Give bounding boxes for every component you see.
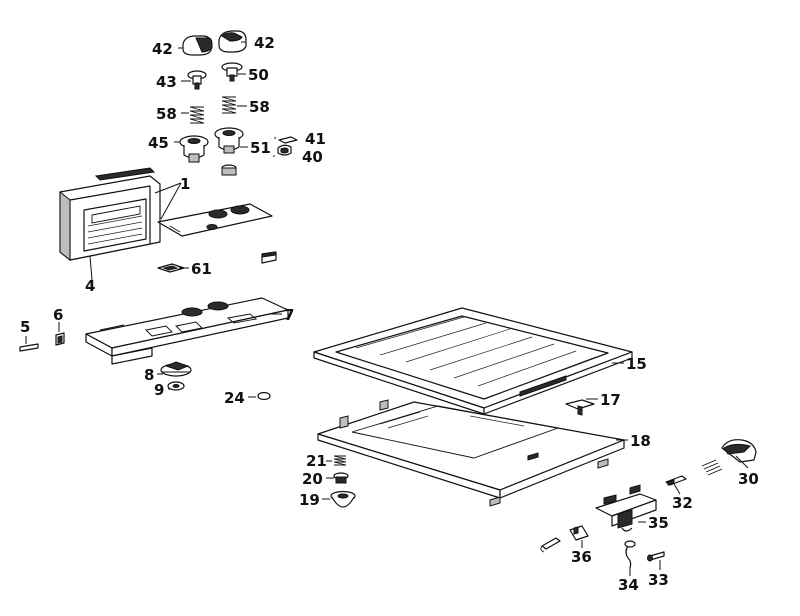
label-1: 1 [180, 175, 190, 193]
label-30: 30 [738, 470, 759, 488]
label-61: 61 [191, 260, 212, 278]
clip-near-36 [540, 537, 561, 553]
label-34: 34 [618, 576, 639, 594]
bolt-33 [647, 551, 665, 562]
label-43: 43 [156, 73, 177, 91]
label-19: 19 [299, 491, 320, 509]
label-42-left: 42 [152, 40, 173, 58]
label-7: 7 [284, 306, 294, 324]
clip-41 [278, 136, 298, 144]
label-42-right: 42 [254, 34, 275, 52]
label-58-right: 58 [249, 98, 270, 116]
spring-21 [333, 455, 347, 466]
shaft-50 [221, 62, 243, 82]
knob-42-left [182, 35, 213, 56]
label-18: 18 [630, 432, 651, 450]
label-33: 33 [648, 571, 669, 589]
label-50: 50 [248, 66, 269, 84]
label-6: 6 [53, 306, 63, 324]
label-21: 21 [306, 452, 327, 470]
rod-34 [624, 540, 636, 569]
tray-7 [85, 297, 289, 365]
bushing-51-lower [221, 164, 237, 176]
panel-4 [59, 167, 161, 262]
label-4: 4 [85, 277, 95, 295]
label-15: 15 [626, 355, 647, 373]
label-40: 40 [302, 148, 323, 166]
latch-30 [721, 439, 757, 463]
bezel-51 [214, 127, 244, 154]
leader-lines [25, 41, 749, 576]
label-8: 8 [144, 366, 154, 384]
bezel-45 [179, 135, 209, 163]
plate-1 [157, 203, 273, 237]
label-35: 35 [648, 514, 669, 532]
clip-40 [277, 144, 292, 156]
spring-58-left [189, 106, 205, 124]
label-24: 24 [224, 389, 245, 407]
ring-9 [167, 381, 185, 391]
label-45: 45 [148, 134, 169, 152]
lever-32 [665, 475, 687, 486]
cap-20 [333, 472, 349, 484]
screw-6 [55, 332, 65, 346]
lock-35 [595, 484, 657, 532]
label-9: 9 [154, 381, 164, 399]
cup-19 [330, 490, 356, 508]
label-32: 32 [672, 494, 693, 512]
clip-small [261, 251, 277, 264]
spring-58-right [221, 96, 237, 114]
label-36: 36 [571, 548, 592, 566]
label-17: 17 [600, 391, 621, 409]
shaft-43 [187, 70, 207, 90]
bracket-36 [569, 525, 589, 541]
knob-42-right [218, 30, 247, 53]
frame-15 [313, 307, 633, 415]
label-51: 51 [250, 139, 271, 157]
label-5: 5 [20, 318, 30, 336]
label-20: 20 [302, 470, 323, 488]
label-58-left: 58 [156, 105, 177, 123]
part-24 [257, 391, 271, 401]
label-41: 41 [305, 130, 326, 148]
tray-18 [317, 399, 625, 507]
pin-5 [19, 343, 39, 352]
bracket-17 [565, 399, 595, 416]
part-labels: 42 42 43 50 58 58 45 51 41 40 1 4 61 5 6… [20, 34, 759, 594]
gear-8 [160, 361, 192, 377]
spring-near-30 [701, 459, 723, 476]
